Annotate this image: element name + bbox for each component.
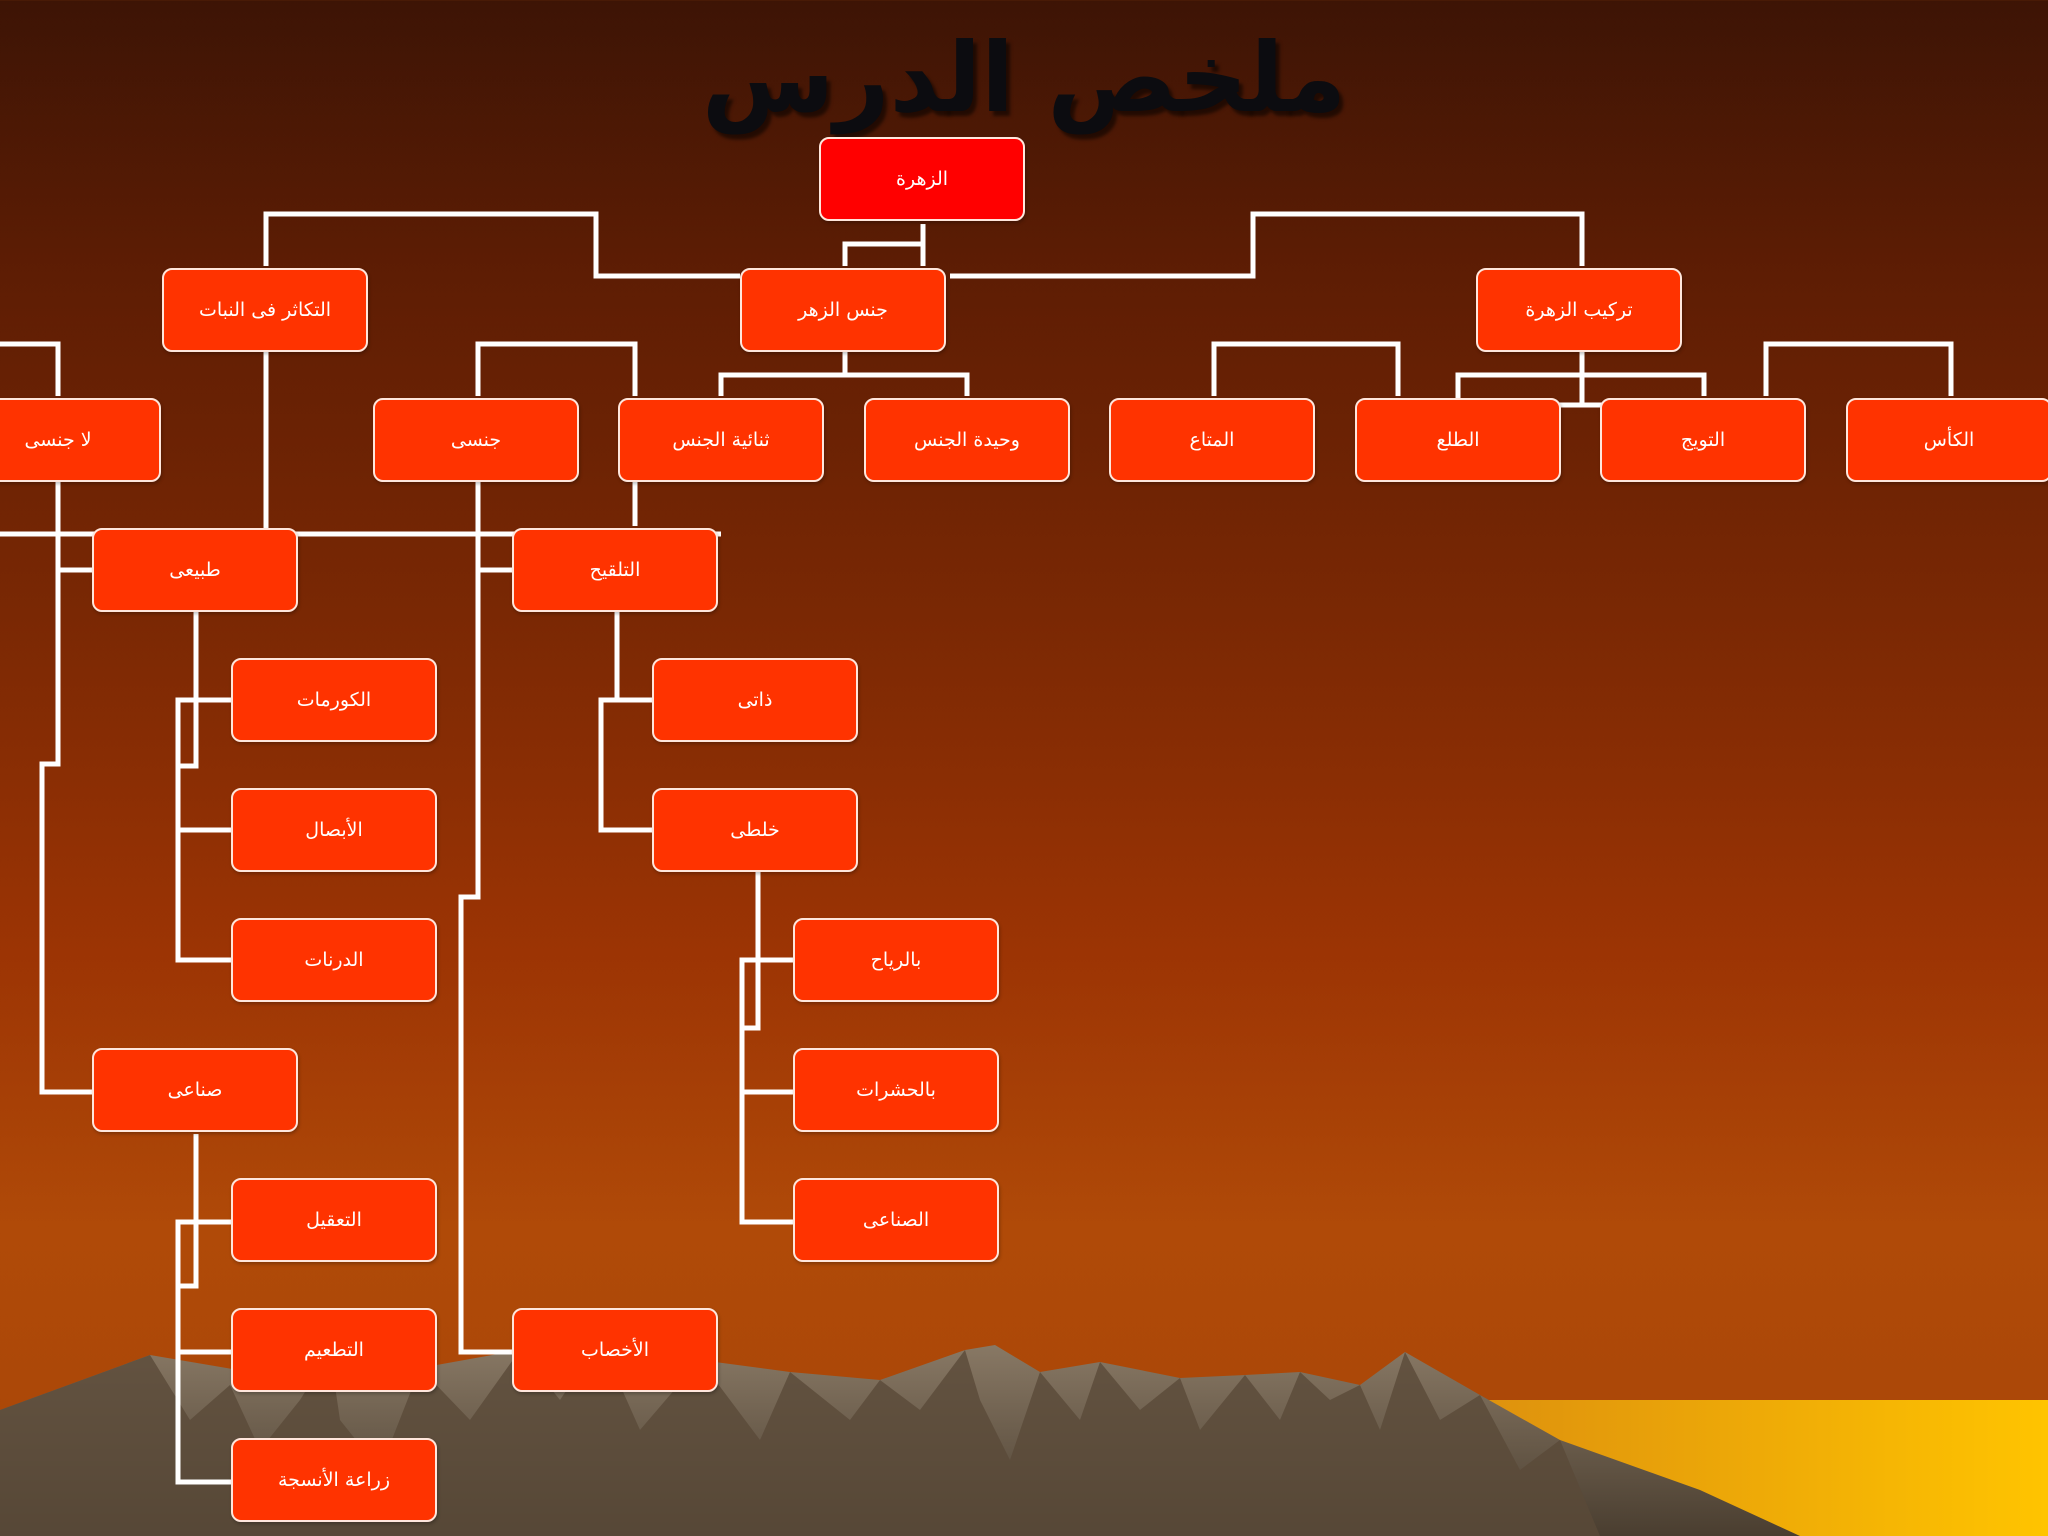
node-natural: طبيعى (92, 528, 298, 612)
node-tissue-culture: زراعة الأنسجة (231, 1438, 437, 1522)
node-plant-reproduction: التكاثر فى النبات (162, 268, 368, 352)
node-calyx: الكأس (1846, 398, 2048, 482)
node-grafting: التطعيم (231, 1308, 437, 1392)
node-tubers: الدرنات (231, 918, 437, 1002)
node-corolla: التويج (1600, 398, 1806, 482)
node-pollination: التلقيح (512, 528, 718, 612)
node-corms: الكورمات (231, 658, 437, 742)
node-asexual: لا جنسى (0, 398, 161, 482)
node-gynoecium: الطلع (1355, 398, 1561, 482)
node-by-wind: بالرياح (793, 918, 999, 1002)
node-cross-pollination: خلطى (652, 788, 858, 872)
node-bulbs: الأبصال (231, 788, 437, 872)
node-by-insects: بالحشرات (793, 1048, 999, 1132)
page-title: ملخص الدرس (701, 22, 1347, 134)
node-flower-root: الزهرة (819, 137, 1025, 221)
node-artificial: صناعى (92, 1048, 298, 1132)
node-fertilization: الأخصاب (512, 1308, 718, 1392)
node-sexual: جنسى (373, 398, 579, 482)
node-androecium: المتاع (1109, 398, 1315, 482)
node-self-pollination: ذاتى (652, 658, 858, 742)
node-bisexual: ثنائية الجنس (618, 398, 824, 482)
node-unisexual: وحيدة الجنس (864, 398, 1070, 482)
node-cuttings: التعقيل (231, 1178, 437, 1262)
node-flower-sex: جنس الزهر (740, 268, 946, 352)
node-flower-structure: تركيب الزهرة (1476, 268, 1682, 352)
node-artificial-pollination: الصناعى (793, 1178, 999, 1262)
